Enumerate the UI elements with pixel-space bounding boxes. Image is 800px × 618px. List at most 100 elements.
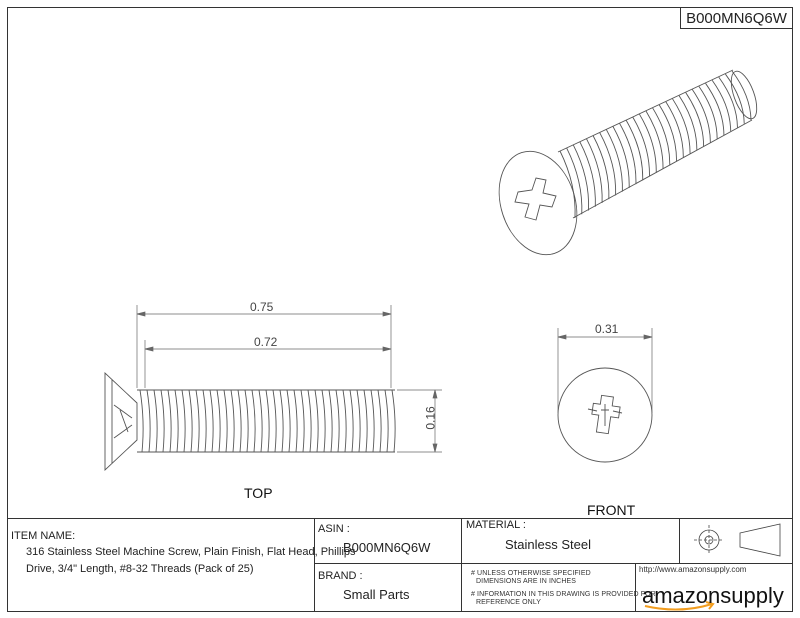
top-threads [139, 389, 396, 453]
item-name-label: ITEM NAME: [11, 530, 76, 542]
iso-thread-line [638, 113, 657, 173]
logo-amazon-text: amazon [642, 583, 721, 608]
iso-thread-line [658, 104, 677, 162]
top-thread-line [167, 389, 172, 453]
top-thread-line [181, 389, 186, 453]
top-thread-line [251, 389, 256, 453]
arrow-075-right [382, 311, 392, 317]
view-label-top: TOP [244, 485, 273, 501]
iso-view-screw [498, 69, 758, 256]
iso-thread-line [586, 138, 603, 203]
iso-thread-line [599, 132, 617, 196]
iso-tip [730, 70, 758, 120]
top-thread-line [216, 389, 221, 453]
note-units-line1: # UNLESS OTHERWISE SPECIFIED [471, 570, 591, 577]
iso-thread-line [645, 110, 664, 170]
arrow-031-left [557, 334, 567, 340]
iso-phillips-recess [514, 177, 557, 221]
top-thread-line [335, 389, 340, 453]
logo-supply-text: supply [720, 583, 784, 608]
iso-thread-line [579, 141, 596, 207]
top-thread-line [363, 389, 368, 453]
top-thread-line [258, 389, 263, 453]
iso-thread-line [572, 144, 590, 211]
top-thread-line [342, 389, 347, 453]
iso-head-outline [498, 150, 578, 256]
front-view-screw [557, 367, 653, 463]
brand-value: Small Parts [343, 587, 410, 602]
iso-thread-line [698, 86, 718, 139]
material-value: Stainless Steel [505, 537, 591, 552]
note-units-line2: DIMENSIONS ARE IN INCHES [476, 578, 577, 585]
iso-shank-bottom [572, 119, 753, 219]
top-thread-line [202, 389, 207, 453]
iso-thread-line [605, 129, 623, 192]
front-dimensions [557, 328, 653, 413]
asin-label: ASIN : [318, 523, 350, 535]
iso-threads [559, 70, 752, 219]
item-name-line2: Drive, 3/4" Length, #8-32 Threads (Pack … [26, 563, 254, 575]
top-thread-line [356, 389, 361, 453]
iso-thread-line [652, 107, 671, 166]
top-thread-line [153, 389, 158, 453]
arrow-031-right [643, 334, 653, 340]
view-label-front: FRONT [587, 502, 636, 518]
top-thread-line [265, 389, 270, 453]
dim-label-diameter: 0.16 [423, 406, 438, 430]
website-url[interactable]: http://www.amazonsupply.com [639, 565, 747, 574]
top-thread-line [195, 389, 200, 453]
top-thread-line [237, 389, 242, 453]
iso-thread-line [566, 147, 583, 215]
arrow-072-right [382, 346, 392, 352]
iso-thread-line [705, 83, 725, 136]
front-cross-inner [587, 404, 623, 426]
top-thread-line [279, 389, 284, 453]
arrow-016-bottom [432, 443, 438, 453]
note-reference-line1: # INFORMATION IN THIS DRAWING IS PROVIDE… [471, 591, 656, 598]
title-block [7, 518, 793, 612]
arrow-016-top [432, 389, 438, 399]
top-view-screw [104, 371, 396, 472]
proj-cone [739, 523, 781, 557]
item-name-line1: 316 Stainless Steel Machine Screw, Plain… [26, 546, 356, 558]
iso-thread-line [612, 126, 630, 188]
iso-thread-line [725, 73, 745, 124]
top-thread-line [188, 389, 193, 453]
iso-thread-line [592, 135, 610, 200]
iso-thread-line [672, 98, 691, 154]
top-thread-line [272, 389, 277, 453]
iso-thread-line [731, 70, 752, 121]
top-thread-line [370, 389, 375, 453]
top-thread-line [377, 389, 382, 453]
top-dimensions [136, 305, 442, 453]
top-recess-lines [113, 404, 133, 439]
header-asin-box: B000MN6Q6W [680, 7, 793, 29]
asin-value: B000MN6Q6W [343, 540, 431, 555]
material-label: MATERIAL : [466, 519, 526, 531]
arrow-072-left [144, 346, 154, 352]
top-thread-line [384, 389, 389, 453]
iso-thread-line [711, 79, 732, 132]
top-thread-line [321, 389, 326, 453]
top-thread-line [391, 389, 396, 453]
logo-smile-arrow [644, 601, 715, 611]
iso-thread-line [619, 123, 637, 185]
iso-thread-line [632, 116, 650, 177]
dim-label-head-diameter: 0.31 [595, 322, 619, 336]
projection-symbol [694, 523, 781, 557]
iso-thread-line [685, 92, 705, 147]
iso-shank-top [557, 69, 734, 153]
top-thread-line [139, 389, 144, 453]
top-thread-line [300, 389, 305, 453]
iso-thread-line [559, 150, 576, 219]
brand-label: BRAND : [318, 570, 363, 582]
dim-label-overall-length: 0.75 [250, 300, 274, 314]
iso-thread-line [718, 76, 738, 128]
top-thread-line [209, 389, 214, 453]
note-reference-line2: REFERENCE ONLY [476, 599, 542, 606]
dim-label-thread-length: 0.72 [254, 335, 278, 349]
iso-thread-line [665, 101, 684, 158]
front-phillips-cross [591, 394, 621, 435]
top-thread-line [160, 389, 165, 453]
